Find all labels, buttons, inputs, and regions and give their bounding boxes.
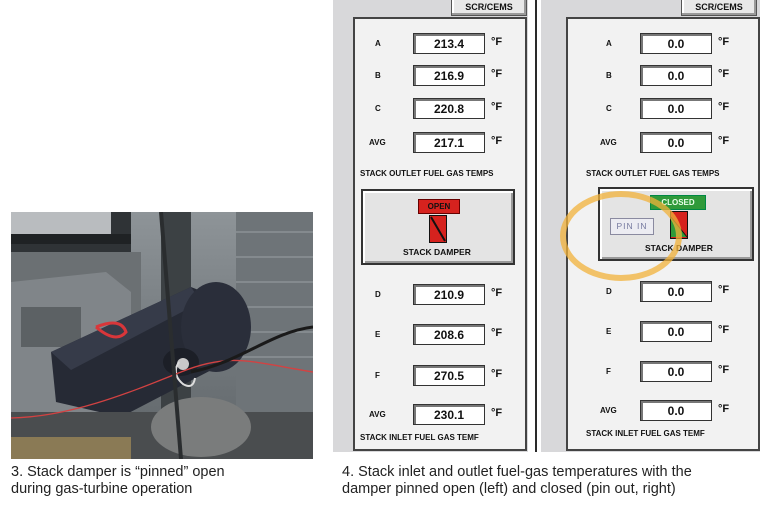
temp-unit: °F bbox=[491, 135, 503, 147]
outlet-section-title: STACK OUTLET FUEL GAS TEMPS bbox=[586, 169, 720, 178]
inlet-row-e: E 0.0 °F bbox=[568, 321, 758, 343]
inlet-row-f: F 0.0 °F bbox=[568, 361, 758, 383]
photo-caption-line2: during gas-turbine operation bbox=[11, 481, 193, 497]
row-label: D bbox=[375, 290, 381, 299]
row-label: B bbox=[606, 71, 612, 80]
row-label: AVG bbox=[600, 138, 617, 147]
inlet-row-d: D 0.0 °F bbox=[568, 281, 758, 303]
row-label: A bbox=[375, 39, 381, 48]
temp-unit: °F bbox=[718, 324, 730, 336]
outlet-row-avg: AVG 217.1 °F bbox=[355, 132, 525, 154]
temp-value: 213.4 bbox=[413, 33, 485, 54]
row-label: D bbox=[606, 287, 612, 296]
inlet-row-avg: AVG 230.1 °F bbox=[355, 404, 525, 426]
screens-caption-line1: 4. Stack inlet and outlet fuel-gas tempe… bbox=[342, 464, 692, 480]
screens-caption-line2: damper pinned open (left) and closed (pi… bbox=[342, 481, 676, 497]
temp-value: 0.0 bbox=[640, 132, 712, 153]
temp-value: 270.5 bbox=[413, 365, 485, 386]
temp-unit: °F bbox=[491, 368, 503, 380]
inlet-row-d: D 210.9 °F bbox=[355, 284, 525, 306]
pin-in-button[interactable]: PIN IN bbox=[610, 218, 654, 235]
outlet-row-c: C 0.0 °F bbox=[568, 98, 758, 120]
outlet-row-avg: AVG 0.0 °F bbox=[568, 132, 758, 154]
temp-unit: °F bbox=[718, 284, 730, 296]
outlet-row-c: C 220.8 °F bbox=[355, 98, 525, 120]
row-label: AVG bbox=[600, 406, 617, 415]
screens-caption: 4. Stack inlet and outlet fuel-gas tempe… bbox=[342, 464, 767, 498]
damper-status-open: OPEN bbox=[418, 199, 460, 214]
photo-caption: 3. Stack damper is “pinned” open during … bbox=[11, 464, 311, 498]
temp-value: 230.1 bbox=[413, 404, 485, 425]
outlet-row-a: A 0.0 °F bbox=[568, 33, 758, 55]
temp-unit: °F bbox=[718, 101, 730, 113]
damper-title: STACK DAMPER bbox=[403, 247, 471, 257]
temp-unit: °F bbox=[718, 403, 730, 415]
temp-value: 0.0 bbox=[640, 400, 712, 421]
scr-cems-tab[interactable]: SCR/CEMS bbox=[451, 0, 527, 16]
temp-value: 210.9 bbox=[413, 284, 485, 305]
row-label: E bbox=[606, 327, 612, 336]
row-label: B bbox=[375, 71, 381, 80]
temp-unit: °F bbox=[718, 68, 730, 80]
stack-damper-box[interactable]: OPEN STACK DAMPER bbox=[361, 189, 515, 265]
temp-value: 0.0 bbox=[640, 65, 712, 86]
inlet-section-title: STACK INLET FUEL GAS TEMF bbox=[586, 429, 705, 438]
temp-value: 0.0 bbox=[640, 361, 712, 382]
temp-unit: °F bbox=[491, 327, 503, 339]
temp-unit: °F bbox=[491, 36, 503, 48]
highlight-circle bbox=[560, 191, 682, 281]
screens-divider bbox=[535, 0, 537, 452]
temp-unit: °F bbox=[491, 287, 503, 299]
row-label: AVG bbox=[369, 138, 386, 147]
row-label: C bbox=[606, 104, 612, 113]
inlet-section-title: STACK INLET FUEL GAS TEMF bbox=[360, 433, 479, 442]
inlet-row-f: F 270.5 °F bbox=[355, 365, 525, 387]
temp-value: 217.1 bbox=[413, 132, 485, 153]
temp-value: 0.0 bbox=[640, 33, 712, 54]
temp-value: 0.0 bbox=[640, 281, 712, 302]
outlet-row-a: A 213.4 °F bbox=[355, 33, 525, 55]
stack-damper-photo bbox=[11, 212, 313, 459]
scr-cems-tab[interactable]: SCR/CEMS bbox=[681, 0, 757, 16]
temp-value: 0.0 bbox=[640, 321, 712, 342]
row-label: AVG bbox=[369, 410, 386, 419]
temp-value: 220.8 bbox=[413, 98, 485, 119]
inlet-row-avg: AVG 0.0 °F bbox=[568, 400, 758, 422]
temps-panel: A 0.0 °F B 0.0 °F C 0.0 °F AVG 0.0 °F ST… bbox=[566, 17, 760, 451]
damper-open-icon bbox=[429, 215, 447, 243]
temp-unit: °F bbox=[491, 68, 503, 80]
row-label: E bbox=[375, 330, 381, 339]
damper-photo-illustration bbox=[11, 212, 313, 459]
outlet-row-b: B 216.9 °F bbox=[355, 65, 525, 87]
row-label: F bbox=[375, 371, 380, 380]
row-label: F bbox=[606, 367, 611, 376]
temp-value: 0.0 bbox=[640, 98, 712, 119]
hmi-screen-right: SCR/CEMS A 0.0 °F B 0.0 °F C 0.0 °F AVG … bbox=[541, 0, 760, 452]
temp-unit: °F bbox=[491, 407, 503, 419]
temps-panel: A 213.4 °F B 216.9 °F C 220.8 °F AVG 217… bbox=[353, 17, 527, 451]
temp-value: 208.6 bbox=[413, 324, 485, 345]
temp-unit: °F bbox=[491, 101, 503, 113]
temp-unit: °F bbox=[718, 36, 730, 48]
outlet-section-title: STACK OUTLET FUEL GAS TEMPS bbox=[360, 169, 494, 178]
inlet-row-e: E 208.6 °F bbox=[355, 324, 525, 346]
hmi-screen-left: SCR/CEMS A 213.4 °F B 216.9 °F C 220.8 °… bbox=[333, 0, 528, 452]
photo-caption-line1: 3. Stack damper is “pinned” open bbox=[11, 464, 225, 480]
outlet-row-b: B 0.0 °F bbox=[568, 65, 758, 87]
temp-unit: °F bbox=[718, 135, 730, 147]
temp-unit: °F bbox=[718, 364, 730, 376]
temp-value: 216.9 bbox=[413, 65, 485, 86]
row-label: C bbox=[375, 104, 381, 113]
row-label: A bbox=[606, 39, 612, 48]
